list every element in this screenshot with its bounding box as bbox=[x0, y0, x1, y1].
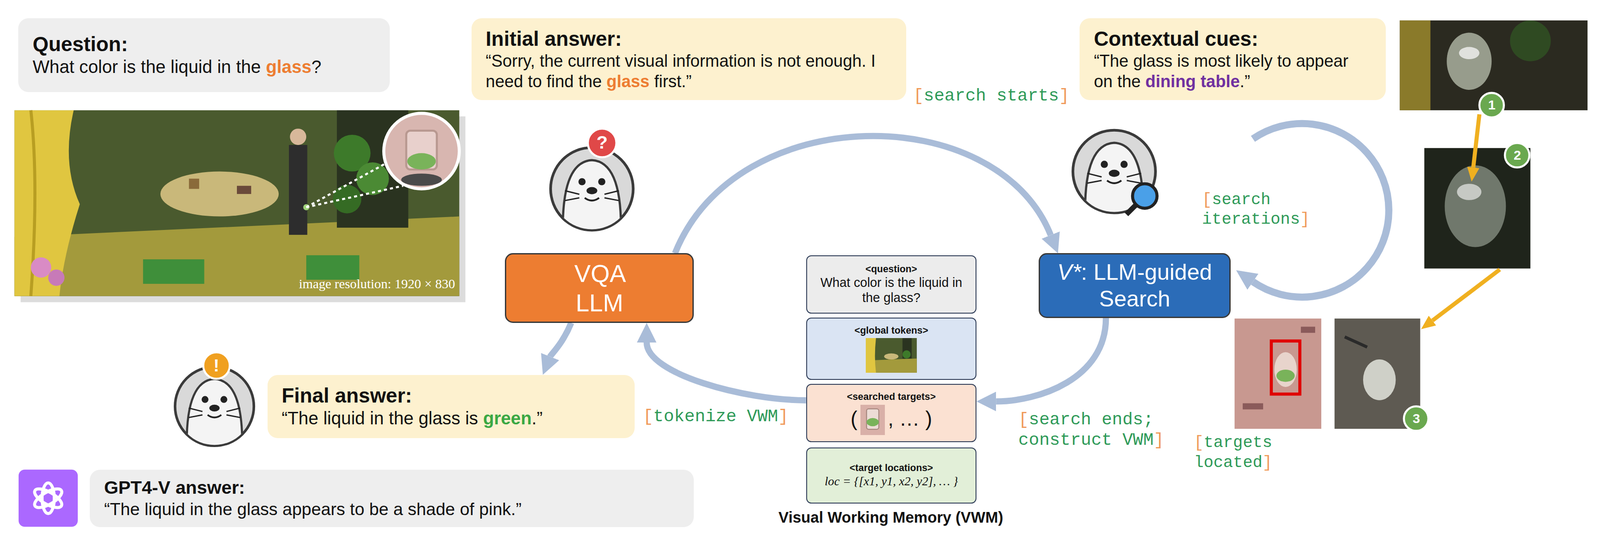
flow-arrow bbox=[646, 342, 807, 400]
edge-label: [search ends; construct VWM] bbox=[1016, 409, 1196, 452]
highlight: glass bbox=[265, 56, 312, 77]
node-body: “The glass is most likely to appear on t… bbox=[1093, 51, 1372, 92]
bracket: [ bbox=[1018, 409, 1029, 430]
bracket: ] bbox=[1059, 86, 1070, 106]
highlight: table bbox=[1200, 72, 1240, 91]
callout-number: 3 bbox=[1412, 410, 1420, 427]
badge-symbol: ? bbox=[596, 132, 608, 155]
bracket: [ bbox=[1202, 190, 1212, 209]
final-answer-box: Final answer:“The liquid in the glass is… bbox=[267, 374, 636, 438]
image-caption: image resolution: 1920 × 830 bbox=[251, 275, 456, 292]
bracket: ] bbox=[1153, 430, 1164, 450]
node-heading: <target locations> bbox=[849, 461, 934, 474]
question-box: Question:What color is the liquid in the… bbox=[18, 18, 390, 92]
edge-label: [search starts] bbox=[911, 85, 1072, 107]
node-body: , … ) bbox=[888, 406, 933, 431]
node-body: What color is the liquid in the glass? bbox=[32, 56, 322, 78]
targets-label: [targets located] bbox=[1193, 432, 1296, 472]
cue-box: Contextual cues:“The glass is most likel… bbox=[1079, 18, 1386, 100]
node-heading: Question: bbox=[32, 32, 128, 57]
flow-arrow bbox=[550, 322, 572, 357]
bracket: ] bbox=[1300, 209, 1310, 229]
memory-caption: Visual Working Memory (VWM) bbox=[778, 508, 1004, 527]
bracket: [ bbox=[642, 406, 653, 427]
bracket: ] bbox=[1262, 452, 1272, 472]
node-heading: VQA LLM bbox=[558, 258, 641, 318]
search-box: V*: LLM-guided Search bbox=[1038, 252, 1231, 318]
edge-label: [tokenize VWM] bbox=[640, 406, 791, 428]
gpt4v-answer-box: GPT4-V answer:“The liquid in the glass a… bbox=[89, 469, 694, 527]
memory-slot: <searched targets> ( , … ) bbox=[806, 383, 977, 442]
node-heading: <question> bbox=[865, 263, 917, 275]
memory-slot: <global tokens> bbox=[806, 317, 977, 380]
highlight: V* bbox=[1057, 259, 1081, 285]
node-body: ( bbox=[850, 406, 858, 431]
highlight: glass bbox=[606, 72, 650, 91]
badge-symbol: ! bbox=[213, 355, 220, 376]
text-row: ( , … ) bbox=[850, 402, 933, 435]
node-body: “The liquid in the glass is green.” bbox=[281, 407, 543, 429]
node-heading: Initial answer: bbox=[485, 26, 622, 52]
node-heading: Contextual cues: bbox=[1093, 26, 1259, 52]
answer-box: Initial answer:“Sorry, the current visua… bbox=[471, 18, 907, 100]
callout-number: 2 bbox=[1513, 147, 1522, 164]
node-body: What color is the liquid in the glass? bbox=[813, 274, 970, 306]
thumbnail-image bbox=[865, 337, 917, 373]
node-heading: Final answer: bbox=[281, 383, 412, 408]
node-body: “Sorry, the current visual information i… bbox=[485, 51, 892, 92]
node-heading: V*: LLM-guided Search bbox=[1048, 258, 1222, 313]
vqa-llm-box: VQA LLM bbox=[504, 252, 694, 323]
memory-slot: <target locations>loc = {[x1, y1, x2, y2… bbox=[806, 447, 977, 504]
flow-arrow bbox=[996, 317, 1106, 402]
bracket: ] bbox=[778, 406, 789, 427]
node-body: loc = {[x1, y1, x2, y2], … } bbox=[824, 473, 958, 488]
memory-slot: <question>What color is the liquid in th… bbox=[806, 255, 977, 314]
highlight: green bbox=[483, 408, 532, 428]
node-heading: <global tokens> bbox=[854, 324, 928, 336]
loop-label: [search iterations] bbox=[1200, 189, 1325, 229]
flow-arrow bbox=[675, 136, 1051, 254]
node-heading: <searched targets> bbox=[847, 390, 936, 403]
callout-number: 1 bbox=[1488, 97, 1496, 114]
node-heading: GPT4-V answer: bbox=[104, 476, 245, 499]
node-body: “The liquid in the glass appears to be a… bbox=[104, 498, 522, 520]
thumbnail-image bbox=[860, 404, 885, 436]
highlight: dining bbox=[1145, 72, 1196, 91]
bracket: [ bbox=[913, 86, 924, 106]
